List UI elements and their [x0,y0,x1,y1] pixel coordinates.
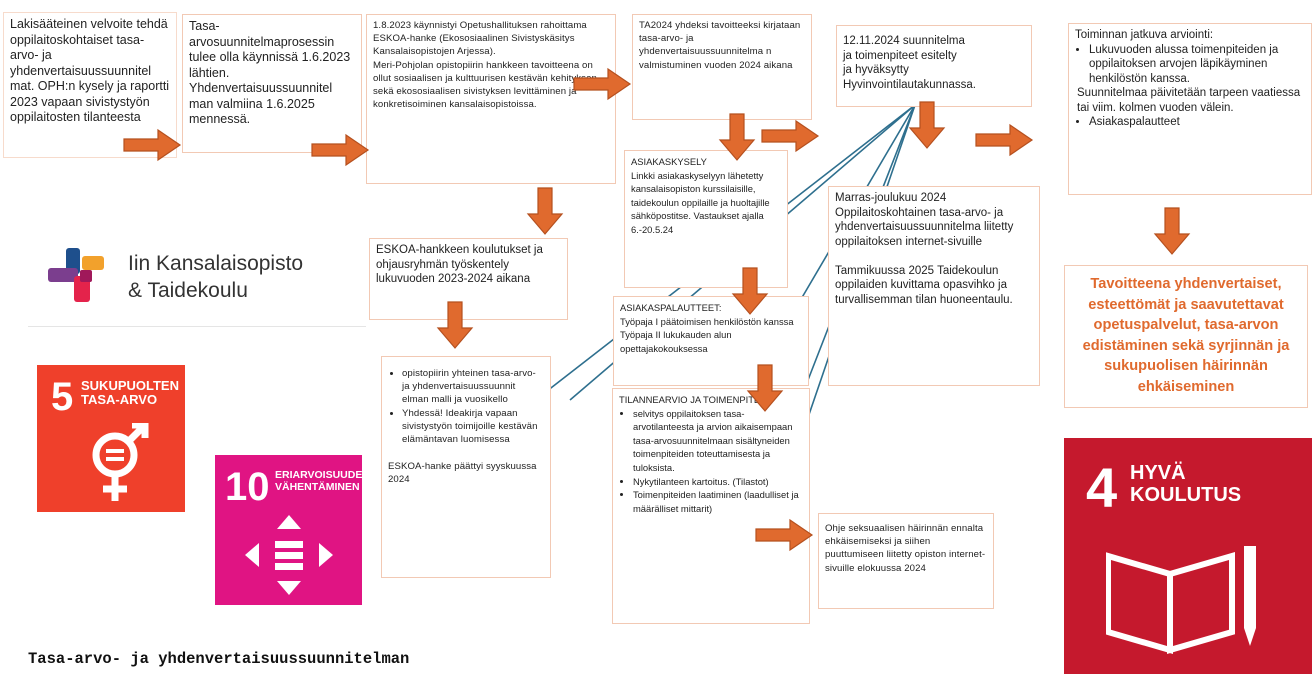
list-item: selvitys oppilaitoksen tasa-arvotilantee… [633,407,803,475]
list-item: Suunnitelmaa päivitetään tarpeen vaaties… [1077,87,1301,114]
box-text: ASIAKASPALAUTTEET: Työpaja I päätoimisen… [620,302,794,354]
box-legal-obligation: Lakisääteinen velvoite tehdä oppilaitosk… [3,12,177,158]
goal-text: Tavoitteena yhdenvertaiset, esteettömät … [1082,276,1290,395]
sdg-label: SUKUPUOLTEN TASA-ARVO [81,378,179,407]
box-text: Marras-joulukuu 2024 Oppilaitoskohtainen… [835,192,1014,306]
arrow-down [437,301,473,349]
list-item: Toimenpiteiden laatiminen (laadulliset j… [633,488,803,515]
arrow-down [1154,207,1190,255]
arrow-down [909,101,945,149]
list-item: Asiakaspalautteet [1089,115,1305,130]
box-customer-survey: ASIAKASKYSELY Linkki asiakaskyselyyn läh… [624,150,788,288]
box-text: Ohje seksuaalisen häirinnän ennalta ehkä… [825,523,986,574]
arrow-right [573,68,631,100]
box-text: 12.11.2024 suunnitelma ja toimenpiteet e… [843,35,976,91]
sdg-label: ERIARVOISUUDEN VÄHENTÄMINEN [275,469,370,493]
outputs-list: opistopiirin yhteinen tasa-arvo- ja yhde… [388,367,544,446]
sdg-number: 4 [1086,456,1118,519]
sdg-label: HYVÄ KOULUTUS [1130,462,1242,506]
box-text: ESKOA-hanke päättyi syyskuussa 2024 [388,461,537,486]
box-plan-published: Marras-joulukuu 2024 Oppilaitoskohtainen… [828,186,1040,386]
gender-equality-icon [92,423,149,501]
box-outputs: opistopiirin yhteinen tasa-arvo- ja yhde… [381,356,551,578]
list-item: Lukuvuoden alussa toimenpiteiden ja oppi… [1089,43,1305,87]
arrow-right [123,129,181,161]
assessment-list: selvitys oppilaitoksen tasa-arvotilantee… [619,407,803,516]
divider [28,326,366,327]
page-footer-title: Tasa-arvo- ja yhdenvertaisuussuunnitelma… [28,650,410,668]
box-approved: 12.11.2024 suunnitelma ja toimenpiteet e… [836,25,1032,107]
arrow-right [975,124,1033,156]
box-text: ASIAKASKYSELY Linkki asiakaskyselyyn läh… [631,156,770,235]
arrow-down [747,364,783,412]
sdg10-tile: 10 ERIARVOISUUDEN VÄHENTÄMINEN [215,455,370,605]
logo-wordmark: Iin Kansalaisopisto & Taidekoulu [128,252,304,302]
box-eskoa-trainings: ESKOA-hankkeen koulutukset ja ohjausryhm… [369,238,568,320]
goal-statement: Tavoitteena yhdenvertaiset, esteettömät … [1064,265,1308,408]
arrow-right [761,120,819,152]
box-continuous-evaluation: Toiminnan jatkuva arviointi: Lukuvuoden … [1068,23,1312,195]
box-harassment-guide: Ohje seksuaalisen häirinnän ennalta ehkä… [818,513,994,609]
box-text: ESKOA-hankkeen koulutukset ja ohjausryhm… [376,244,543,285]
arrow-down [719,113,755,161]
box-text: TA2024 yhdeksi tavoitteeksi kirjataan ta… [639,20,801,71]
list-item: opistopiirin yhteinen tasa-arvo- ja yhde… [402,367,544,407]
box-eskoa-project: 1.8.2023 käynnistyi Opetushallituksen ra… [366,14,616,184]
box-timeline-requirement: Tasa- arvosuunnitelmaprosessin tulee oll… [182,14,362,153]
list-item: Yhdessä! Ideakirja vapaan sivistystyön t… [402,407,544,447]
box-text: Tasa- arvosuunnitelmaprosessin tulee oll… [189,19,351,126]
arrow-down [527,187,563,235]
box-text: Lakisääteinen velvoite tehdä oppilaitosk… [10,17,170,124]
sdg4-tile: 4 HYVÄ KOULUTUS [1064,438,1312,674]
logo-mark [48,248,104,302]
list-item: Nykytilanteen kartoitus. (Tilastot) [633,475,803,489]
arrow-down [732,267,768,315]
arrow-right [755,519,813,551]
box-customer-feedback: ASIAKASPALAUTTEET: Työpaja I päätoimisen… [613,296,809,386]
sdg-number: 10 [225,465,270,509]
quality-education-icon [1106,546,1256,654]
box-title: Toiminnan jatkuva arviointi: [1075,29,1214,41]
box-situation-assessment: TILANNEARVIO JA TOIMENPITEET selvitys op… [612,388,810,624]
arrow-right [311,134,369,166]
box-title: TILANNEARVIO JA TOIMENPITEET [619,394,773,405]
sdg5-tile: 5 SUKUPUOLTEN TASA-ARVO [37,365,185,512]
sdg-number: 5 [51,375,74,419]
box-text: 1.8.2023 käynnistyi Opetushallituksen ra… [373,20,597,111]
evaluation-list: Lukuvuoden alussa toimenpiteiden ja oppi… [1075,43,1305,130]
reduced-inequality-icon [245,515,333,595]
box-ta2024: TA2024 yhdeksi tavoitteeksi kirjataan ta… [632,14,812,120]
